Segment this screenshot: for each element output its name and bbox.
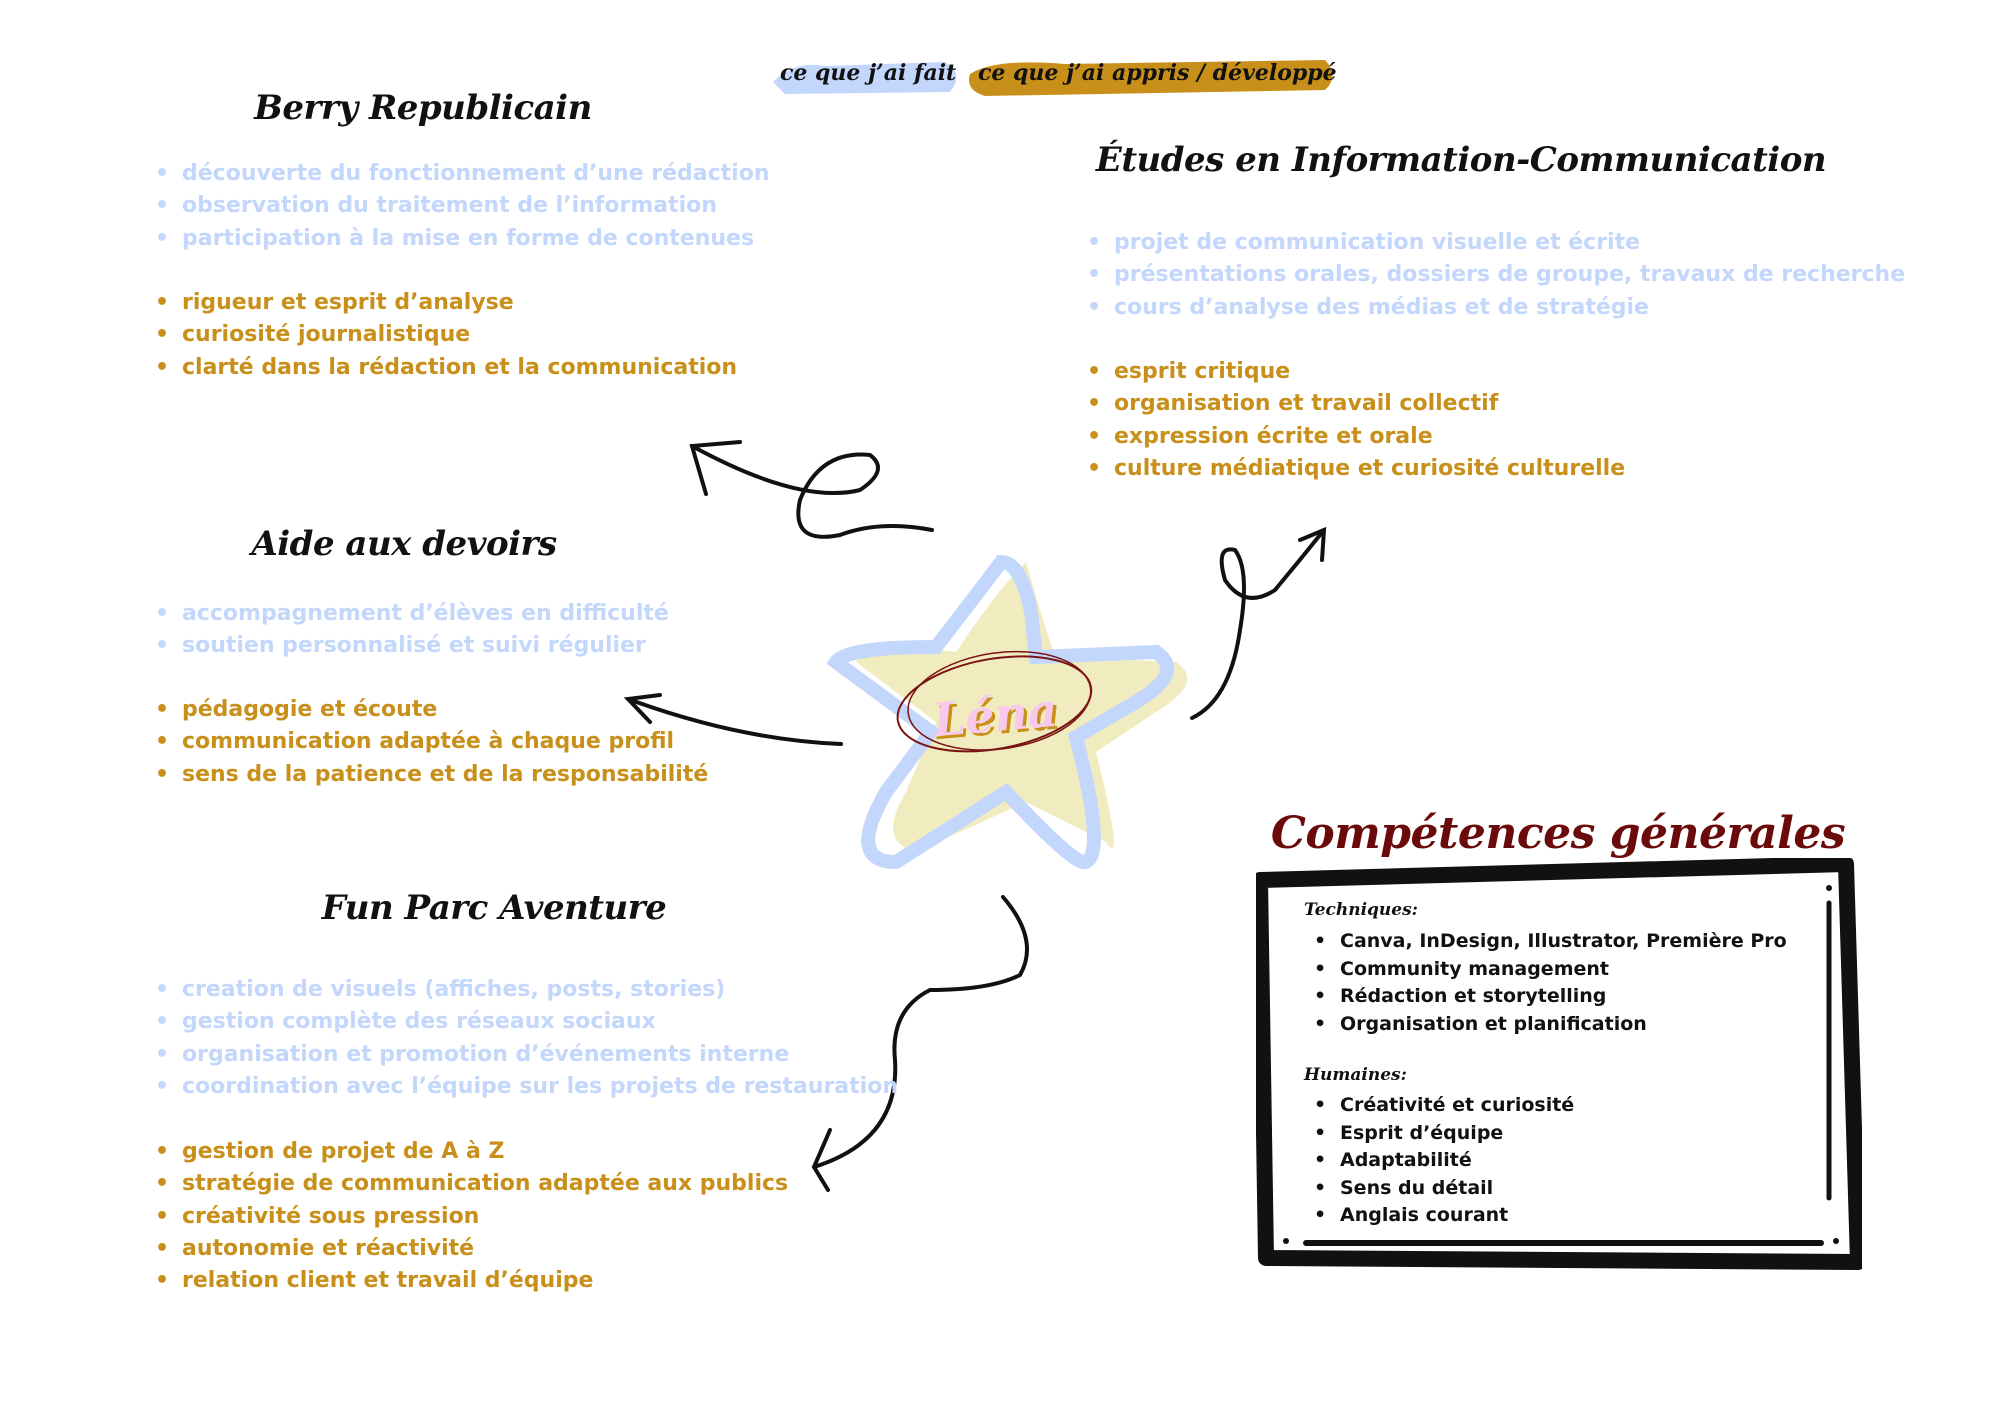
list-item: esprit critique <box>1087 356 1625 389</box>
list-item: participation à la mise en forme de cont… <box>155 223 770 256</box>
etudes-done-list: projet de communication visuelle et écri… <box>1087 227 1905 324</box>
list-item: organisation et promotion d’événements i… <box>155 1039 898 1072</box>
list-item: Rédaction et storytelling <box>1306 983 1787 1011</box>
list-item: Anglais courant <box>1306 1202 1574 1230</box>
list-item: Esprit d’équipe <box>1306 1120 1574 1148</box>
etudes-title: Études en Information-Communication <box>1095 140 1827 180</box>
list-item: autonomie et réactivité <box>155 1233 788 1266</box>
box-frame <box>1256 858 1862 1270</box>
list-item: relation client et travail d’équipe <box>155 1265 788 1298</box>
list-item: gestion de projet de A à Z <box>155 1136 788 1169</box>
star <box>826 554 1188 870</box>
list-item: gestion complète des réseaux sociaux <box>155 1006 898 1039</box>
berry-title: Berry Republicain <box>254 88 592 128</box>
legend-learned-label: ce que j’ai appris / développé <box>978 60 1337 86</box>
list-item: pédagogie et écoute <box>155 694 708 727</box>
star-outline <box>826 554 1175 870</box>
star-fill <box>856 562 1188 852</box>
arrow-to-berry <box>690 444 934 539</box>
list-item: soutien personnalisé et suivi régulier <box>155 630 669 663</box>
arrowhead-fun <box>811 1128 832 1192</box>
aide-learned-list: pédagogie et écoute communication adapté… <box>155 694 708 791</box>
list-item: Sens du détail <box>1306 1175 1574 1203</box>
list-item: observation du traitement de l’informati… <box>155 190 770 223</box>
list-item: présentations orales, dossiers de groupe… <box>1087 259 1905 292</box>
list-item: creation de visuels (affiches, posts, st… <box>155 974 898 1007</box>
competences-title: Compétences générales <box>1270 808 1846 859</box>
humaines-list: Créativité et curiosité Esprit d’équipe … <box>1306 1092 1574 1230</box>
competences-box: Techniques: Canva, InDesign, Illustrator… <box>1256 858 1862 1272</box>
list-item: stratégie de communication adaptée aux p… <box>155 1168 788 1201</box>
list-item: Adaptabilité <box>1306 1147 1574 1175</box>
list-item: créativité sous pression <box>155 1201 788 1234</box>
legend-highlights <box>773 60 1333 96</box>
arrow-to-fun <box>812 895 1029 1169</box>
arrow-to-etudes <box>1190 528 1326 720</box>
fun-title: Fun Parc Aventure <box>321 888 667 928</box>
arrowhead-berry <box>689 440 742 496</box>
list-item: cours d’analyse des médias et de stratég… <box>1087 292 1905 325</box>
list-item: accompagnement d’élèves en difficulté <box>155 598 669 631</box>
list-item: coordination avec l’équipe sur les proje… <box>155 1071 898 1104</box>
list-item: Organisation et planification <box>1306 1011 1787 1039</box>
list-item: rigueur et esprit d’analyse <box>155 287 737 320</box>
techniques-list: Canva, InDesign, Illustrator, Première P… <box>1306 928 1787 1038</box>
list-item: organisation et travail collectif <box>1087 388 1625 421</box>
list-item: Canva, InDesign, Illustrator, Première P… <box>1306 928 1787 956</box>
list-item: communication adaptée à chaque profil <box>155 726 708 759</box>
list-item: curiosité journalistique <box>155 319 737 352</box>
list-item: expression écrite et orale <box>1087 421 1625 454</box>
list-item: découverte du fonctionnement d’une rédac… <box>155 158 770 191</box>
legend-done-label: ce que j’ai fait <box>780 60 957 86</box>
aide-done-list: accompagnement d’élèves en difficulté so… <box>155 598 669 663</box>
etudes-learned-list: esprit critique organisation et travail … <box>1087 356 1625 485</box>
center-name: Léna <box>930 682 1060 748</box>
list-item: clarté dans la rédaction et la communica… <box>155 352 737 385</box>
arrowhead-etudes <box>1298 526 1327 562</box>
fun-learned-list: gestion de projet de A à Z stratégie de … <box>155 1136 788 1298</box>
list-item: culture médiatique et curiosité culturel… <box>1087 453 1625 486</box>
fun-done-list: creation de visuels (affiches, posts, st… <box>155 974 898 1103</box>
berry-done-list: découverte du fonctionnement d’une rédac… <box>155 158 770 255</box>
list-item: projet de communication visuelle et écri… <box>1087 227 1905 260</box>
list-item: Community management <box>1306 956 1787 984</box>
aide-title: Aide aux devoirs <box>251 524 557 564</box>
list-item: sens de la patience et de la responsabil… <box>155 759 708 792</box>
berry-learned-list: rigueur et esprit d’analyse curiosité jo… <box>155 287 737 384</box>
list-item: Créativité et curiosité <box>1306 1092 1574 1120</box>
humaines-label: Humaines: <box>1304 1065 1407 1085</box>
techniques-label: Techniques: <box>1304 900 1418 920</box>
